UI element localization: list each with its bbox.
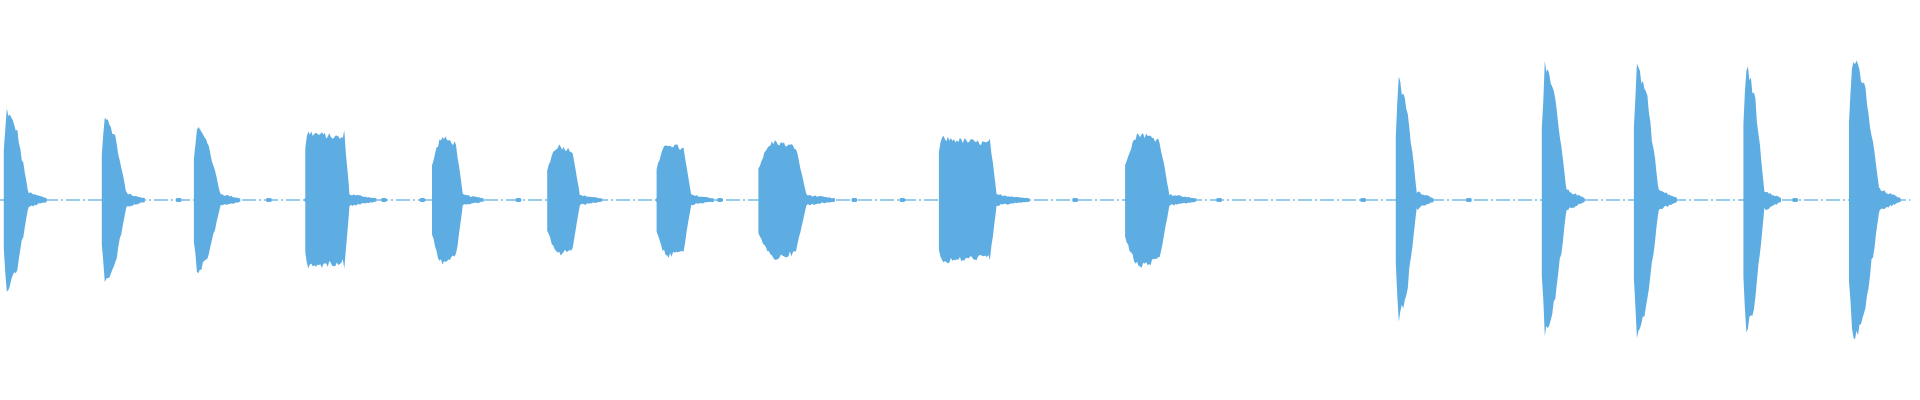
waveform-blip bbox=[717, 198, 723, 202]
waveform-blip bbox=[1072, 198, 1079, 202]
waveform-burst bbox=[1125, 133, 1197, 268]
waveform-blip bbox=[1792, 198, 1799, 202]
waveform-burst bbox=[1743, 66, 1781, 333]
waveform-burst bbox=[1849, 60, 1901, 340]
waveform-burst bbox=[938, 135, 1030, 264]
waveform-bursts bbox=[3, 60, 1901, 340]
waveform-blip bbox=[265, 198, 272, 202]
waveform-burst bbox=[656, 144, 714, 258]
waveform-burst bbox=[1541, 60, 1585, 336]
waveform-burst bbox=[432, 136, 484, 265]
waveform-blip bbox=[419, 198, 426, 202]
waveform-burst bbox=[758, 140, 835, 260]
waveform-burst bbox=[3, 108, 47, 292]
waveform-blip bbox=[1216, 198, 1223, 202]
waveform-blip bbox=[1465, 198, 1472, 202]
waveform-blip bbox=[175, 198, 182, 202]
waveform-burst bbox=[1633, 63, 1677, 339]
waveform-burst bbox=[101, 117, 145, 283]
waveform-blip bbox=[515, 198, 522, 202]
waveform-blip bbox=[381, 198, 387, 202]
waveform-blip bbox=[1360, 198, 1367, 202]
waveform-blip bbox=[851, 198, 858, 202]
waveform-burst bbox=[305, 130, 377, 269]
waveform-burst bbox=[547, 144, 603, 256]
waveform-burst bbox=[1395, 76, 1434, 322]
waveform-burst bbox=[193, 127, 241, 274]
waveform-blip bbox=[899, 198, 906, 202]
